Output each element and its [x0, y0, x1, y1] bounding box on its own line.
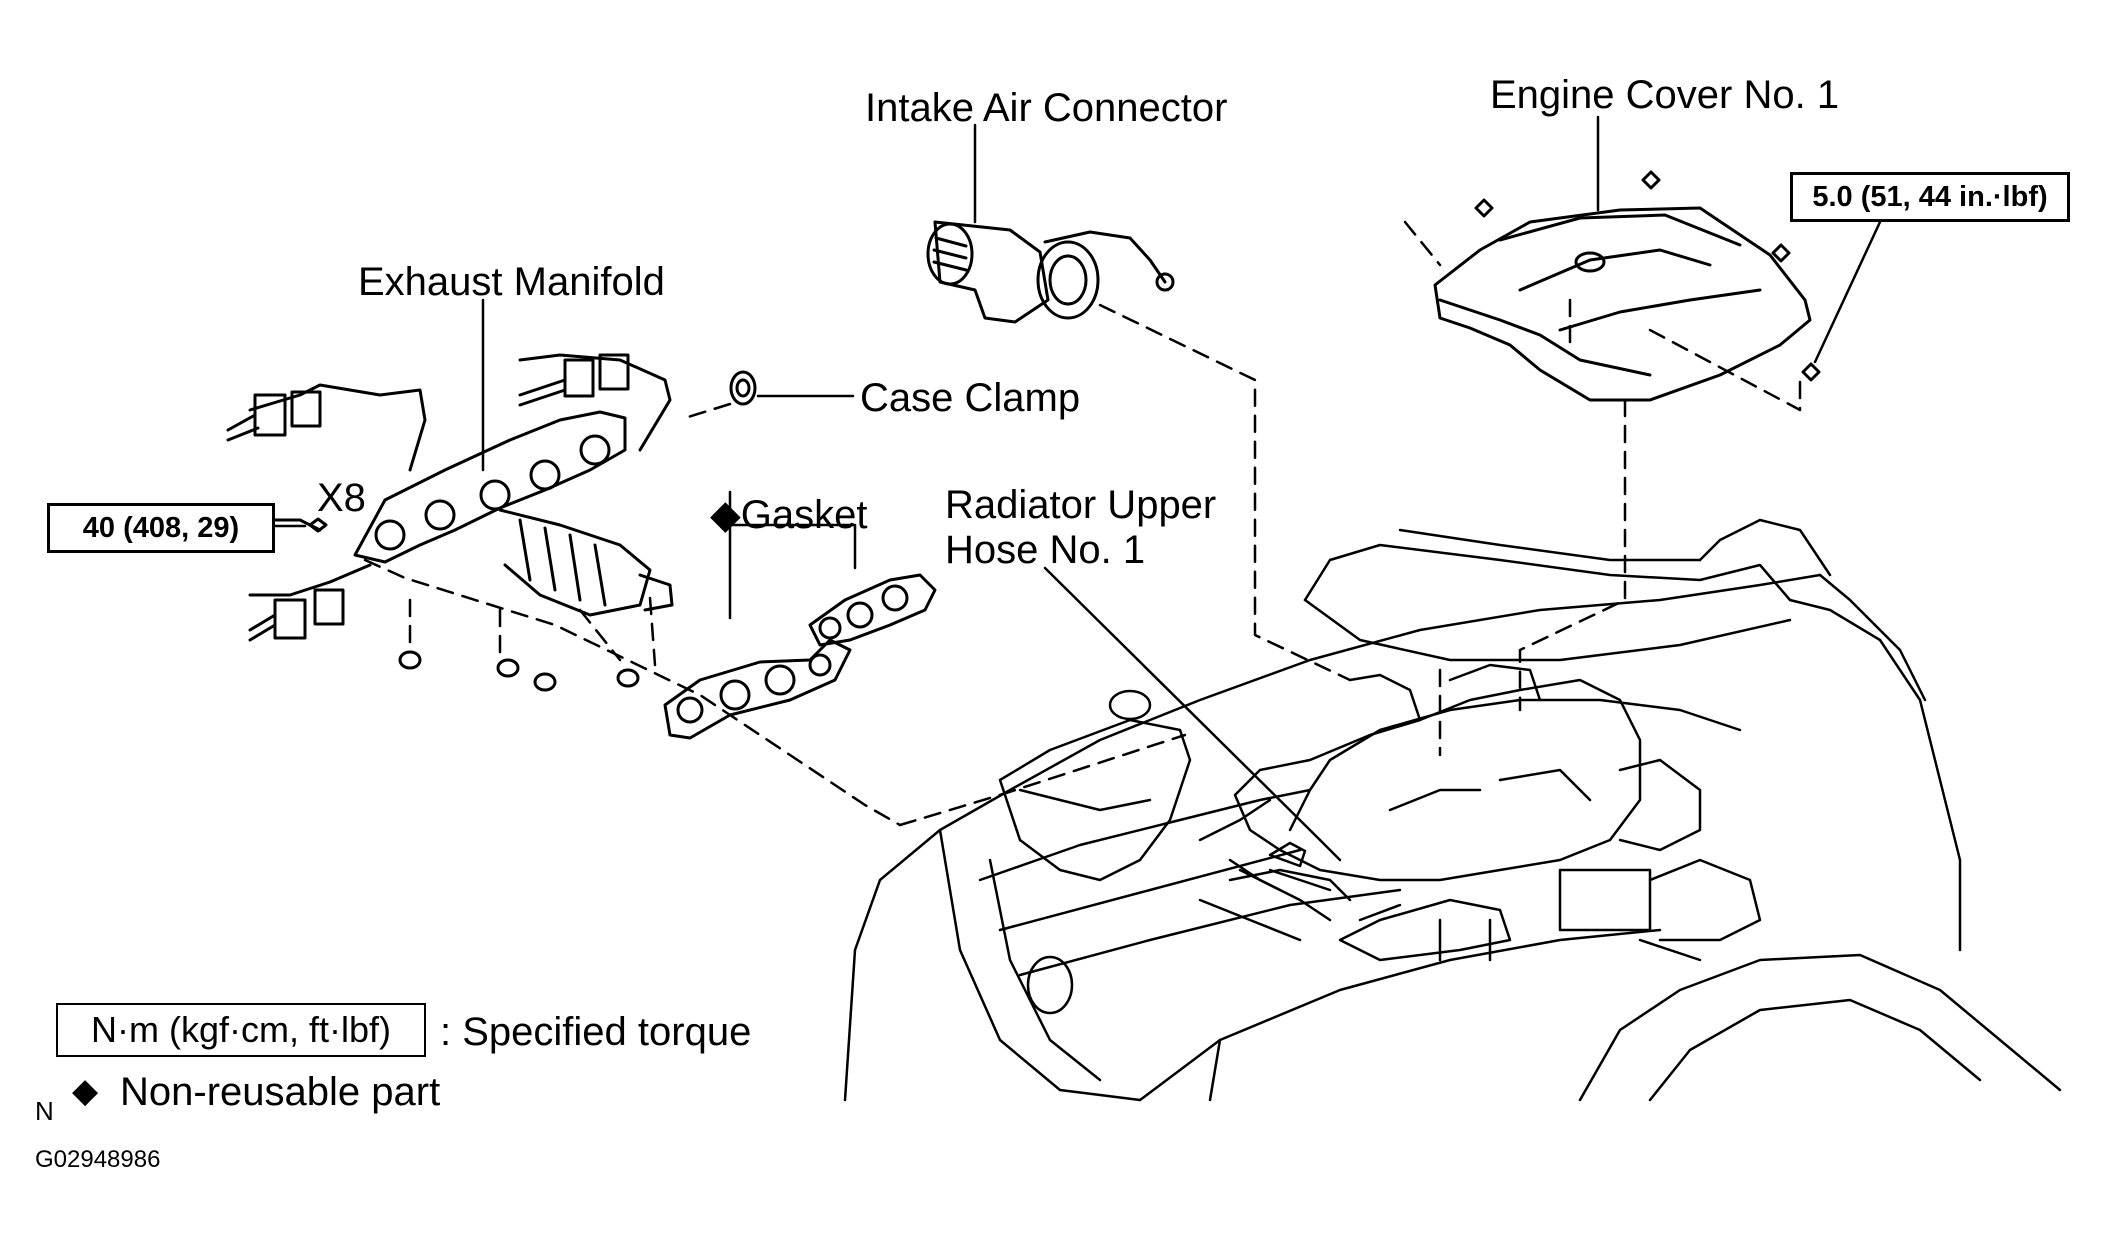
engine-cover-shape — [1433, 170, 1821, 402]
non-reusable-legend-desc: Non-reusable part — [120, 1070, 441, 1114]
exhaust-manifold-shape — [226, 353, 674, 642]
gasket-shapes — [663, 573, 937, 740]
manifold-nuts — [308, 517, 640, 692]
vehicle-body-shape — [843, 518, 2062, 1102]
cover-torque-box: 5.0 (51, 44 in.·lbf) — [1790, 172, 2070, 222]
radiator-hose-label-line1: Radiator Upper — [945, 483, 1217, 527]
radiator-hose-label-line2: Hose No. 1 — [945, 528, 1146, 572]
non-reusable-legend-symbol: ◆ — [72, 1072, 99, 1110]
case-clamp-label: Case Clamp — [860, 376, 1081, 420]
intake-air-connector-shape — [926, 220, 1175, 324]
gasket-label-text: Gasket — [740, 493, 868, 537]
leader-lines — [273, 115, 1882, 842]
gasket-label: ◆Gasket — [710, 495, 867, 535]
non-reusable-diamond-icon: ◆ — [710, 493, 741, 537]
exhaust-manifold-label: Exhaust Manifold — [358, 260, 665, 304]
case-clamp-shape — [729, 370, 757, 406]
figure-id: G02948986 — [35, 1146, 161, 1173]
engine-cover-label: Engine Cover No. 1 — [1490, 73, 1840, 117]
o2-sensor-connectors — [253, 353, 630, 640]
n-mark: N — [35, 1096, 54, 1126]
torque-legend-desc: : Specified torque — [440, 1010, 752, 1054]
intake-air-connector-label: Intake Air Connector — [865, 86, 1228, 130]
manifold-torque-box: 40 (408, 29) — [47, 503, 275, 553]
torque-legend-box: N·m (kgf·cm, ft·lbf) — [56, 1003, 426, 1057]
engine-bay-components — [998, 663, 1762, 962]
quantity-label: X8 — [317, 476, 366, 520]
cover-nuts — [1474, 170, 1821, 382]
